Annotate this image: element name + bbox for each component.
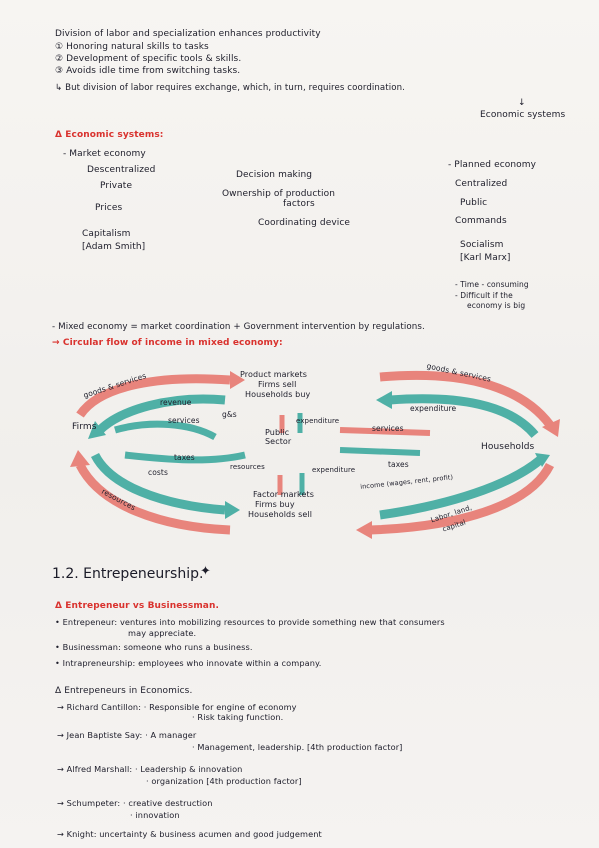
costs-label: costs (148, 468, 168, 477)
market-item-5: [Adam Smith] (82, 242, 146, 252)
income-arrowhead (535, 453, 550, 467)
outer-top-right-arrow (379, 370, 554, 428)
households-sell-label: Households sell (248, 510, 313, 519)
intro-arrow: ↓ (518, 98, 526, 108)
intro-line-4: ③ Avoids idle time from switching tasks. (55, 66, 241, 76)
section-title: 1.2. Entrepeneurship. (52, 566, 204, 582)
intro-line-1: Division of labor and specialization enh… (55, 29, 321, 39)
expenditure-mid2-label: expenditure (312, 466, 356, 474)
entre-def-1: • Entrepeneur: ventures into mobilizing … (55, 617, 445, 627)
expenditure-mid-label: expenditure (296, 417, 340, 425)
entre-vs-heading: Δ Entrepeneur vs Businessman. (55, 601, 220, 611)
knight-line: → Knight: uncertainty & business acumen … (57, 829, 322, 839)
mid-item-3: Coordinating device (258, 218, 351, 228)
labor-arrow (369, 462, 555, 535)
cantillon-2: · Risk taking function. (192, 712, 284, 722)
marshall-1: → Alfred Marshall: · Leadership & innova… (57, 764, 243, 774)
intro-line-3: ② Development of specific tools & skills… (55, 54, 242, 64)
inner-top-left-arrow (96, 394, 226, 434)
outer-top-left-arrow (76, 374, 231, 418)
entre-econ-heading: Δ Entrepeneurs in Economics. (55, 686, 193, 696)
factor-markets-label: Factor markets (253, 490, 314, 499)
firms-sell-label: Firms sell (258, 380, 297, 389)
outer-top-left-arrowhead (230, 371, 245, 389)
mixed-line: - Mixed economy = market coordination + … (52, 322, 425, 332)
product-markets-label: Product markets (240, 370, 307, 379)
costs-arrowhead (225, 501, 240, 519)
entre-def-1b: may appreciate. (128, 628, 197, 638)
services-left-arrow (114, 420, 217, 441)
systems-heading: Δ Economic systems: (55, 130, 164, 140)
market-item-2: Private (100, 181, 133, 191)
firms-buy-label: Firms buy (255, 500, 295, 509)
mid-item-2: Ownership of production (222, 189, 336, 199)
expenditure-right-label: expenditure (410, 404, 457, 413)
planned-item-8: economy is big (467, 301, 526, 310)
sparkle-icon: ✦ (200, 564, 211, 579)
firms-label: Firms (72, 422, 97, 432)
public-sector-label-2: Sector (265, 437, 292, 446)
services-right-label: services (372, 424, 404, 433)
planned-item-2: Public (460, 198, 488, 208)
schumpeter-1: → Schumpeter: · creative destruction (57, 798, 213, 808)
services-right-arrow (339, 427, 431, 436)
intro-line-2: ① Honoring natural skills to tasks (55, 42, 209, 52)
public-sector-label: Public (265, 428, 290, 437)
taxes-right-arrow (339, 447, 421, 456)
intro-line-7: Economic systems (480, 110, 566, 120)
services-left-label: services (168, 416, 200, 425)
mid-item-2b: factors (283, 199, 315, 209)
planned-item-4: Socialism (460, 240, 504, 250)
outer-top-right-arrowhead (542, 419, 560, 437)
entre-def-2: • Businessman: someone who runs a busine… (55, 642, 253, 652)
market-item-4: Capitalism (82, 229, 131, 239)
inner-top-right-arrowhead (376, 391, 392, 409)
inner-top-left-arrowhead (88, 421, 106, 439)
taxes-left-arrow (124, 451, 246, 464)
planned-item-6: - Time - consuming (455, 280, 529, 289)
planned-item-3: Commands (455, 216, 507, 226)
costs-arrow (90, 452, 226, 515)
planned-item-7: - Difficult if the (455, 291, 513, 300)
planned-title: - Planned economy (448, 160, 537, 170)
mid-item-1: Decision making (236, 170, 313, 180)
entre-def-3: • Intrapreneurship: employees who innova… (55, 658, 322, 668)
market-item-1: Descentralized (87, 165, 156, 175)
marshall-2: · organization [4th production factor] (146, 776, 302, 786)
say-1: → Jean Baptiste Say: · A manager (57, 730, 197, 740)
cantillon-1: → Richard Cantillon: · Responsible for e… (57, 702, 297, 712)
say-2: · Management, leadership. [4th productio… (192, 742, 403, 752)
intro-line-5: ↳ But division of labor requires exchang… (55, 83, 405, 93)
circular-flow-diagram (70, 370, 560, 539)
taxes-left-label: taxes (174, 453, 195, 462)
households-buy-label: Households buy (245, 390, 311, 399)
circular-flow-heading: → Circular flow of income in mixed econo… (52, 338, 283, 348)
market-title: - Market economy (63, 149, 146, 159)
market-item-3: Prices (95, 203, 123, 213)
schumpeter-2: · innovation (130, 810, 180, 820)
planned-item-5: [Karl Marx] (460, 253, 511, 263)
resources-mid-label: resources (230, 463, 265, 471)
resources-left-arrowhead (70, 450, 90, 467)
gs-label: g&s (222, 410, 237, 419)
planned-item-1: Centralized (455, 179, 508, 189)
resources-left-arrow (75, 462, 231, 535)
households-label: Households (481, 442, 535, 452)
revenue-label: revenue (160, 398, 192, 407)
labor-arrowhead (356, 521, 372, 539)
taxes-right-label: taxes (388, 460, 409, 469)
income-arrow (379, 456, 543, 520)
inner-top-right-arrow (389, 394, 539, 439)
